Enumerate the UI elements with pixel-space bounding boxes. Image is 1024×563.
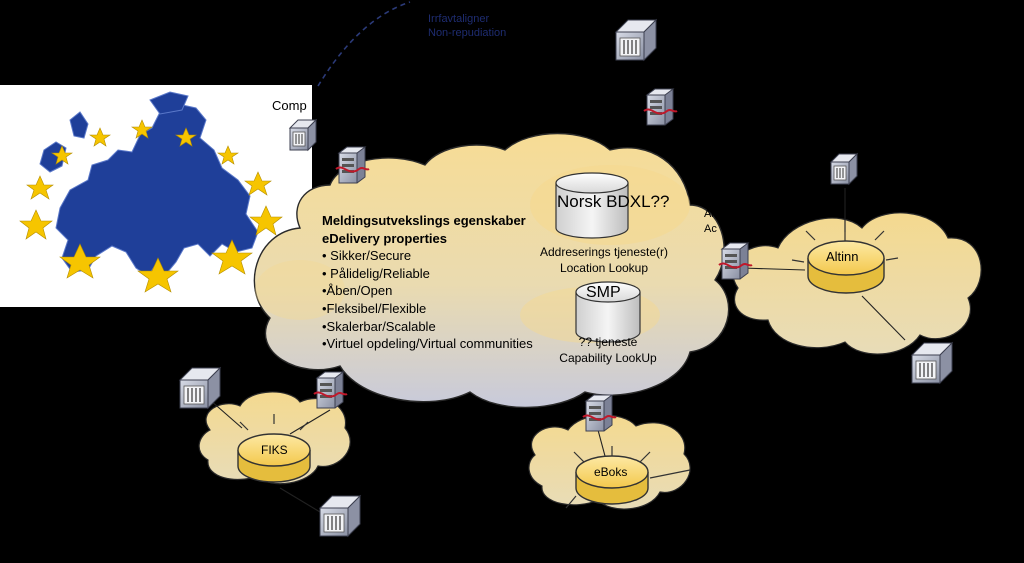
- endpoint-computer-icon: [319, 495, 361, 537]
- property-item: •Skalerbar/Scalable: [322, 318, 436, 334]
- endpoint-computer-icon: [179, 367, 221, 409]
- property-item: • Sikker/Secure: [322, 248, 412, 264]
- fiks-label: FIKS: [261, 443, 288, 457]
- endpoint-computer-icon: [830, 153, 858, 185]
- access-point-server-icon: [335, 146, 370, 184]
- smp-title: SMP: [586, 284, 621, 301]
- smp-description: ?? tjeneste Capability LookUp: [546, 334, 670, 366]
- properties-list: Meldingsutvekslings egenskaber eDelivery…: [322, 212, 533, 353]
- eu-label: Comp: [272, 98, 307, 113]
- properties-heading-en: eDelivery properties: [322, 230, 448, 246]
- bdxl-line2: Location Lookup: [559, 261, 649, 275]
- property-item: • Pålidelig/Reliable: [322, 265, 430, 281]
- access-point-server-icon: [643, 88, 678, 126]
- access-point-server-icon: [718, 242, 753, 280]
- smp-line2: Capability LookUp: [559, 351, 657, 365]
- eu-map-image: [0, 85, 312, 307]
- top-note-line1: Irrfavtaligner: [428, 13, 490, 25]
- altinn-label: Altinn: [826, 249, 859, 264]
- bdxl-description: Addreserings tjeneste(r) Location Lookup: [536, 244, 672, 276]
- right-label: Ak Ac: [704, 207, 717, 237]
- properties-heading-no: Meldingsutvekslings egenskaber: [322, 213, 526, 228]
- eboks-label: eBoks: [594, 465, 628, 479]
- non-repudiation-link: [317, 1, 411, 87]
- access-point-server-icon: [582, 394, 617, 432]
- right-label-line1: Ak: [704, 208, 717, 220]
- right-label-line2: Ac: [704, 223, 717, 235]
- fiks-node-icon: [237, 414, 311, 483]
- access-point-server-icon: [313, 371, 348, 409]
- top-note-line2: Non-repudiation: [428, 27, 507, 39]
- property-item: •Fleksibel/Flexible: [322, 300, 427, 316]
- bdxl-title: Norsk BDXL??: [557, 192, 670, 211]
- endpoint-computer-icon: [615, 19, 657, 61]
- top-note: Irrfavtaligner Non-repudiation: [428, 12, 506, 40]
- property-item: •Virtuel opdeling/Virtual communities: [322, 336, 533, 352]
- altinn-node-icon: [791, 220, 899, 294]
- eboks-node-icon: [565, 446, 691, 509]
- bdxl-database-icon: [555, 172, 629, 239]
- endpoint-computer-icon: [911, 342, 953, 384]
- endpoint-computer-icon: [289, 119, 317, 151]
- connector-lines: [209, 188, 906, 513]
- property-item: •Åben/Open: [322, 283, 393, 299]
- bdxl-line1: Addreserings tjeneste(r): [539, 245, 669, 259]
- smp-database-icon: [575, 281, 641, 343]
- smp-line1: ?? tjeneste: [578, 335, 638, 349]
